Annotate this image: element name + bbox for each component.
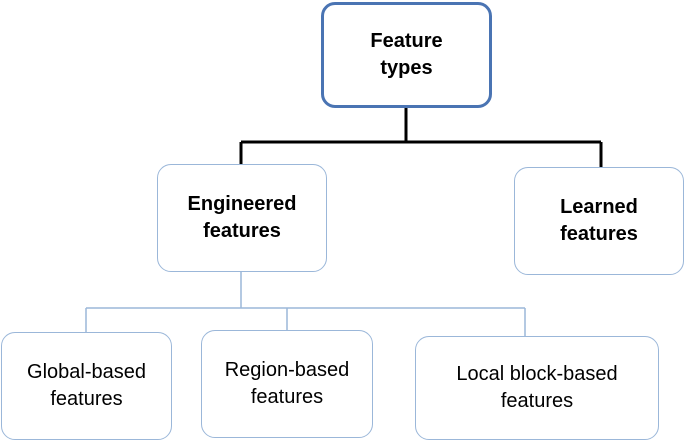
region-based-features-node: Region-based features	[201, 330, 373, 438]
learned-features-label-line1: Learned	[560, 196, 638, 218]
region-based-label-line2: features	[250, 386, 324, 408]
engineered-features-label-line1: Engineered	[187, 193, 297, 215]
learned-features-node: Learned features	[514, 167, 684, 275]
engineered-features-node: Engineered features	[157, 164, 327, 272]
learned-features-label-line2: features	[560, 223, 638, 245]
local-block-based-features-node: Local block-based features	[415, 336, 659, 440]
feature-types-label-line2: types	[380, 57, 433, 79]
region-based-label-line1: Region-based	[224, 359, 350, 381]
global-based-label-line1: Global-based	[27, 361, 146, 383]
global-based-features-node: Global-based features	[1, 332, 172, 440]
engineered-features-label-line2: features	[203, 220, 281, 242]
local-block-based-label-line1: Local block-based	[456, 363, 618, 385]
global-based-label-line2: features	[50, 388, 123, 410]
local-block-based-label-line2: features	[500, 390, 574, 412]
feature-types-label-line1: Feature	[370, 30, 443, 52]
feature-types-node: Feature types	[321, 2, 492, 108]
